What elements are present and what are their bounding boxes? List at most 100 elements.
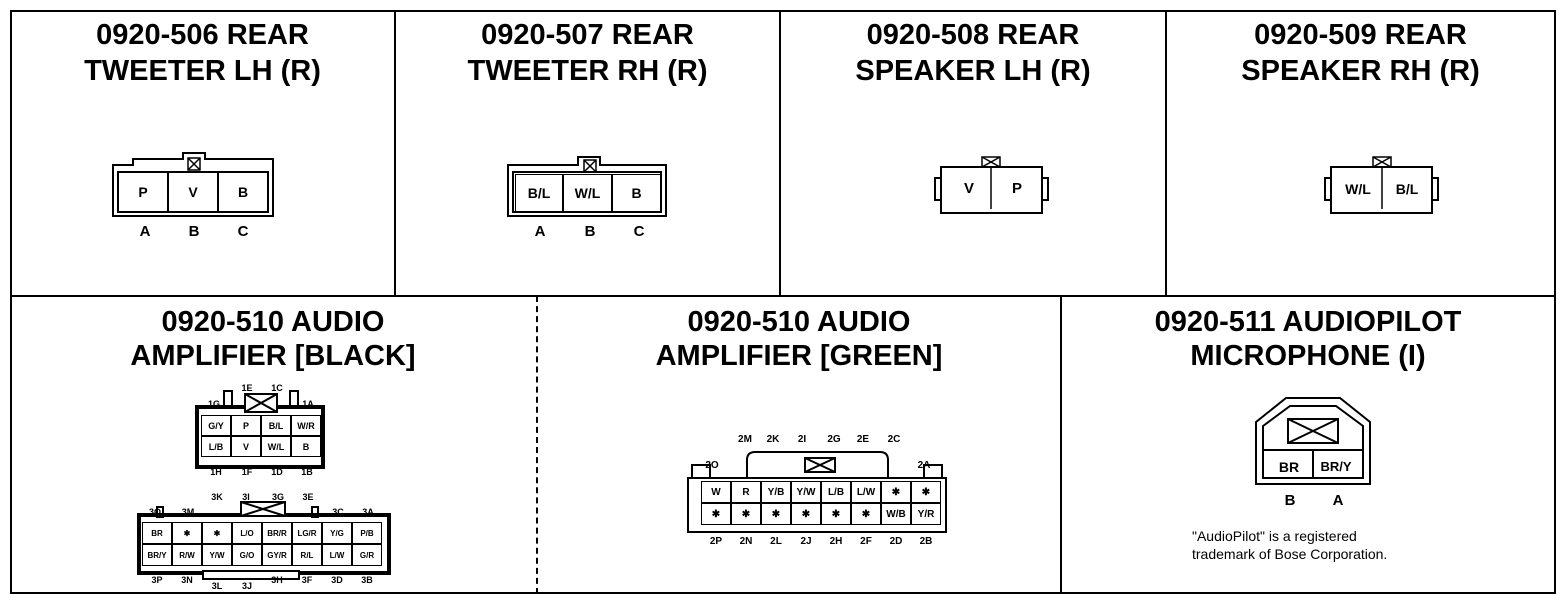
pin-507-c: B [612, 174, 661, 212]
trademark-note-line2: trademark of Bose Corporation. [1192, 546, 1388, 562]
green-pin-cell: ✱ [701, 503, 731, 525]
c2-pin-cell: BR/Y [142, 544, 172, 566]
c1-top-label-1c: 1C [271, 383, 283, 393]
c2-bottom-label: 3B [361, 575, 373, 585]
green-pin-cell: Y/B [761, 481, 791, 503]
c2-bottom-label: 3L [211, 581, 223, 591]
panel-511-title-line1: 0920-511 AUDIOPILOT [1154, 306, 1462, 338]
pin-511-b: BR [1278, 459, 1300, 475]
panel-508-title-line2: SPEAKER LH (R) [855, 55, 1091, 87]
green-top-label: 2M [738, 434, 752, 445]
green-top-label: 2C [887, 434, 901, 445]
outer-frame [10, 10, 1556, 594]
pin-507-a: B/L [515, 174, 563, 212]
connector-507-housing [507, 156, 667, 217]
row-divider [10, 295, 1556, 297]
c2-pin-cell: LG/R [292, 522, 322, 544]
connector-510-black-lower-housing [137, 501, 391, 580]
green-pin-cell: Y/W [791, 481, 821, 503]
divider-1 [394, 10, 396, 296]
connector-509-housing [1324, 156, 1439, 214]
c2-top-label-3k: 3K [211, 492, 223, 502]
c2-top-label-3c: 3C [332, 507, 344, 517]
panel-509-title-line1: 0920-509 REAR [1254, 19, 1467, 51]
connector-510-black-upper-housing [195, 390, 325, 469]
green-pin-cell: ✱ [881, 481, 911, 503]
c1-bottom-label-1b: 1B [301, 467, 313, 477]
green-side-label-2a: 2A [917, 460, 931, 471]
panel-507-title-line1: 0920-507 REAR [481, 19, 694, 51]
c2-bottom-label: 3H [271, 575, 283, 585]
pin-507-b: W/L [563, 174, 612, 212]
green-pin-cell: R [731, 481, 761, 503]
green-bottom-label: 2J [800, 536, 812, 547]
green-bottom-label: 2F [860, 536, 872, 547]
green-pin-cell: L/B [821, 481, 851, 503]
panel-506-title-line1: 0920-506 REAR [96, 19, 309, 51]
c2-pin-cell: G/R [352, 544, 382, 566]
pin-511-a: BR/Y [1320, 459, 1352, 474]
connector-511-housing [1255, 397, 1371, 485]
green-top-label: 2I [797, 434, 807, 445]
green-bottom-label: 2P [709, 536, 723, 547]
panel-510g-title-line1: 0920-510 AUDIO [687, 306, 911, 338]
c1-top-label-1a: 1A [302, 399, 314, 409]
divider-4 [1060, 296, 1062, 594]
green-pin-cell: Y/R [911, 503, 941, 525]
c1-pin-cell: W/R [291, 415, 321, 436]
panel-509-title-line2: SPEAKER RH (R) [1241, 55, 1480, 87]
c1-pin-cell: P [231, 415, 261, 436]
c2-pin-cell: ✱ [202, 522, 232, 544]
pin-508-2: P [1011, 180, 1022, 197]
c2-pin-cell: BR/R [262, 522, 292, 544]
c1-pin-cell: G/Y [201, 415, 231, 436]
green-top-label: 2K [766, 434, 780, 445]
c2-top-label-3e: 3E [302, 492, 314, 502]
green-pin-cell: ✱ [791, 503, 821, 525]
green-pin-cell: ✱ [761, 503, 791, 525]
pin-508-1: V [963, 180, 974, 197]
c1-pin-cell: W/L [261, 436, 291, 457]
c2-pin-cell: P/B [352, 522, 382, 544]
connector-508-housing [934, 156, 1049, 214]
green-bottom-label: 2H [829, 536, 843, 547]
c2-pin-cell: L/O [232, 522, 262, 544]
panel-507-title-line2: TWEETER RH (R) [467, 55, 708, 87]
pin-506-c: B [218, 172, 268, 212]
c1-top-label-1e: 1E [241, 383, 253, 393]
green-top-label: 2G [827, 434, 841, 445]
green-top-label: 2E [856, 434, 870, 445]
c2-bottom-label: 3N [181, 575, 193, 585]
c2-pin-cell: BR [142, 522, 172, 544]
panel-510b-title-line2: AMPLIFIER [BLACK] [130, 340, 416, 372]
c2-bottom-label: 3P [151, 575, 163, 585]
green-bottom-label: 2L [770, 536, 782, 547]
panel-506-title-line2: TWEETER LH (R) [84, 55, 321, 87]
pin-label-507-a: A [534, 223, 546, 240]
c2-top-label-3a: 3A [362, 507, 374, 517]
c1-bottom-label-1d: 1D [271, 467, 283, 477]
c1-bottom-label-1f: 1F [241, 467, 253, 477]
pin-label-511-a: A [1332, 492, 1344, 509]
trademark-note-line1: "AudioPilot" is a registered [1192, 528, 1357, 544]
pin-label-506-a: A [139, 223, 151, 240]
green-bottom-label: 2B [919, 536, 933, 547]
green-bottom-label: 2N [739, 536, 753, 547]
pin-label-507-c: C [633, 223, 645, 240]
c2-pin-cell: Y/W [202, 544, 232, 566]
c2-pin-cell: G/O [232, 544, 262, 566]
pin-label-506-b: B [188, 223, 200, 240]
c2-bottom-label: 3J [241, 581, 252, 591]
pin-label-507-b: B [584, 223, 596, 240]
panel-508-title-line1: 0920-508 REAR [866, 19, 1080, 51]
c2-top-label-3m: 3M [181, 507, 195, 517]
green-pin-cell: ✱ [821, 503, 851, 525]
green-pin-cell: ✱ [911, 481, 941, 503]
green-bottom-label: 2D [889, 536, 903, 547]
c2-pin-cell: L/W [322, 544, 352, 566]
pin-506-b: V [168, 172, 218, 212]
green-pin-cell: W/B [881, 503, 911, 525]
connector-510-green-housing [687, 451, 947, 533]
pin-label-511-b: B [1284, 492, 1296, 509]
